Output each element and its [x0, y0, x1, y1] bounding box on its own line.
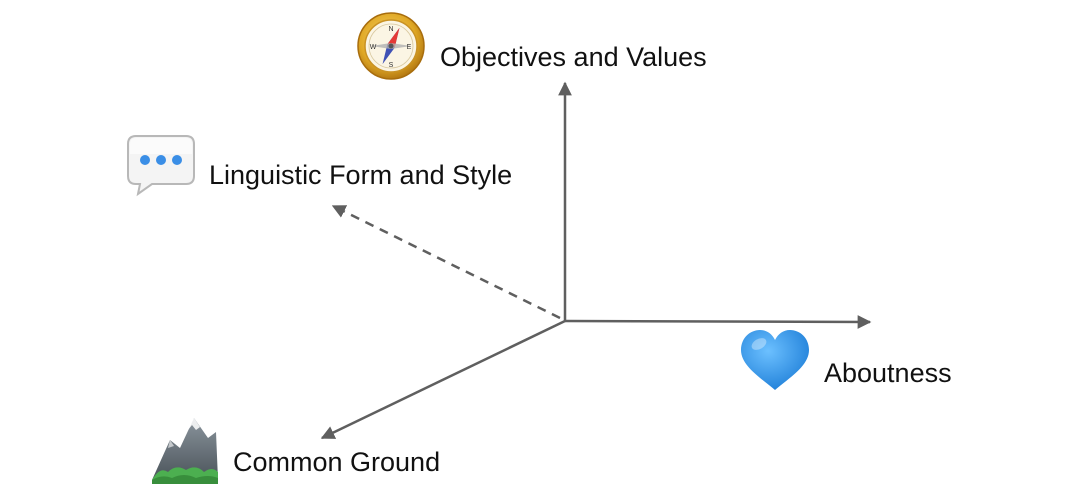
blue-heart-icon: [741, 330, 809, 390]
svg-text:S: S: [389, 62, 394, 69]
speech-bubble-icon: [127, 135, 195, 197]
diagonal-axis-dashed: [331, 204, 561, 320]
svg-text:W: W: [370, 44, 377, 51]
label-objectives-and-values: Objectives and Values: [440, 42, 707, 72]
diagonal-axis-solid: [320, 319, 566, 440]
svg-text:N: N: [388, 26, 393, 33]
label-common-ground: Common Ground: [233, 447, 440, 477]
horizontal-axis: [564, 315, 872, 329]
label-aboutness: Aboutness: [824, 358, 952, 388]
label-linguistic-form-and-style: Linguistic Form and Style: [209, 160, 512, 190]
mountain-icon: [152, 418, 218, 484]
compass-icon: N S W E: [357, 12, 425, 80]
svg-text:E: E: [407, 44, 412, 51]
